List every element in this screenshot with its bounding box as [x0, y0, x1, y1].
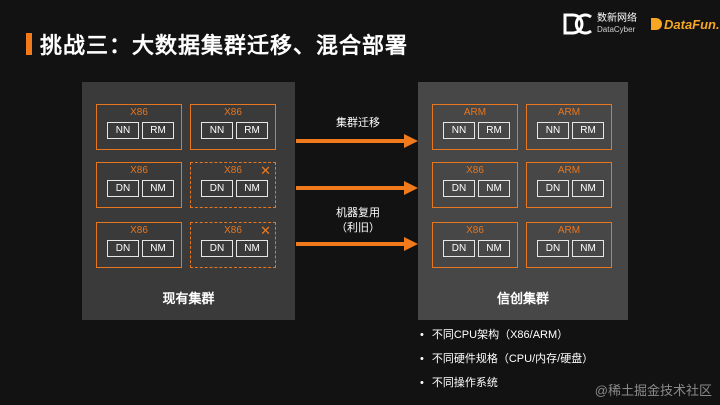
bullet-cpu-architecture: 不同CPU架构（X86/ARM） — [420, 325, 593, 349]
service-nm-box: NM — [236, 240, 268, 257]
datafun-logo: DataFun. — [650, 11, 720, 37]
node-arch-label: X86 — [224, 107, 242, 118]
migration-arrow-label: 集群迁移 — [336, 117, 380, 129]
node-arch-label: ARM — [557, 225, 581, 236]
reuse-arrow-sublabel: （利旧） — [336, 222, 380, 234]
service-nm-box: NM — [142, 180, 174, 197]
service-dn-box: DN — [201, 240, 233, 257]
differences-list: 不同CPU架构（X86/ARM） 不同硬件规格（CPU/内存/硬盘） 不同操作系… — [420, 325, 593, 397]
service-rm-box: RM — [478, 122, 510, 139]
watermark: @稀土掘金技术社区 — [594, 383, 712, 398]
node-arch-label: X86 — [466, 165, 484, 176]
removed-x-icon: ✕ — [260, 223, 271, 238]
node-arch-label: X86 — [224, 225, 242, 236]
service-dn-box: DN — [443, 240, 475, 257]
service-nm-box: NM — [478, 240, 510, 257]
xinchuang-cluster-label: 信创集群 — [496, 291, 549, 306]
service-dn-box: DN — [107, 180, 139, 197]
service-dn-box: DN — [537, 240, 569, 257]
datacyber-logo: 数新网络 DataCyber — [563, 11, 637, 37]
reuse-arrow-top — [296, 181, 418, 195]
service-rm-box: RM — [142, 122, 174, 139]
service-nm-box: NM — [478, 180, 510, 197]
reuse-arrow-bottom — [296, 237, 418, 251]
current-cluster-label: 现有集群 — [162, 291, 215, 306]
service-dn-box: DN — [201, 180, 233, 197]
datafun-logo-text: DataFun. — [664, 16, 720, 32]
node-arch-label: ARM — [557, 107, 581, 118]
datacyber-mark-icon — [563, 13, 592, 35]
service-rm-box: RM — [572, 122, 604, 139]
reuse-arrow-label: 机器复用 — [336, 207, 380, 219]
service-dn-box: DN — [443, 180, 475, 197]
node-arch-label: ARM — [557, 165, 581, 176]
migration-arrow — [296, 134, 418, 148]
service-nn-box: NN — [443, 122, 475, 139]
service-rm-box: RM — [236, 122, 268, 139]
service-dn-box: DN — [107, 240, 139, 257]
service-nm-box: NM — [142, 240, 174, 257]
service-nn-box: NN — [107, 122, 139, 139]
service-nm-box: NM — [572, 240, 604, 257]
removed-x-icon: ✕ — [260, 163, 271, 178]
service-nn-box: NN — [201, 122, 233, 139]
datacyber-logo-en: DataCyber — [597, 25, 636, 34]
title-accent-bar — [26, 33, 32, 55]
service-nm-box: NM — [236, 180, 268, 197]
service-nm-box: NM — [572, 180, 604, 197]
service-nn-box: NN — [537, 122, 569, 139]
page-title: 挑战三：大数据集群迁移、混合部署 — [40, 33, 409, 58]
node-arch-label: X86 — [130, 107, 148, 118]
datacyber-logo-cn: 数新网络 — [597, 13, 637, 24]
node-arch-label: X86 — [224, 165, 242, 176]
node-arch-label: X86 — [130, 165, 148, 176]
node-arch-label: ARM — [463, 107, 487, 118]
datafun-mark-icon — [651, 18, 662, 30]
service-dn-box: DN — [537, 180, 569, 197]
node-arch-label: X86 — [466, 225, 484, 236]
node-arch-label: X86 — [130, 225, 148, 236]
bullet-hardware-spec: 不同硬件规格（CPU/内存/硬盘） — [420, 349, 593, 373]
bullet-operating-system: 不同操作系统 — [420, 373, 593, 397]
